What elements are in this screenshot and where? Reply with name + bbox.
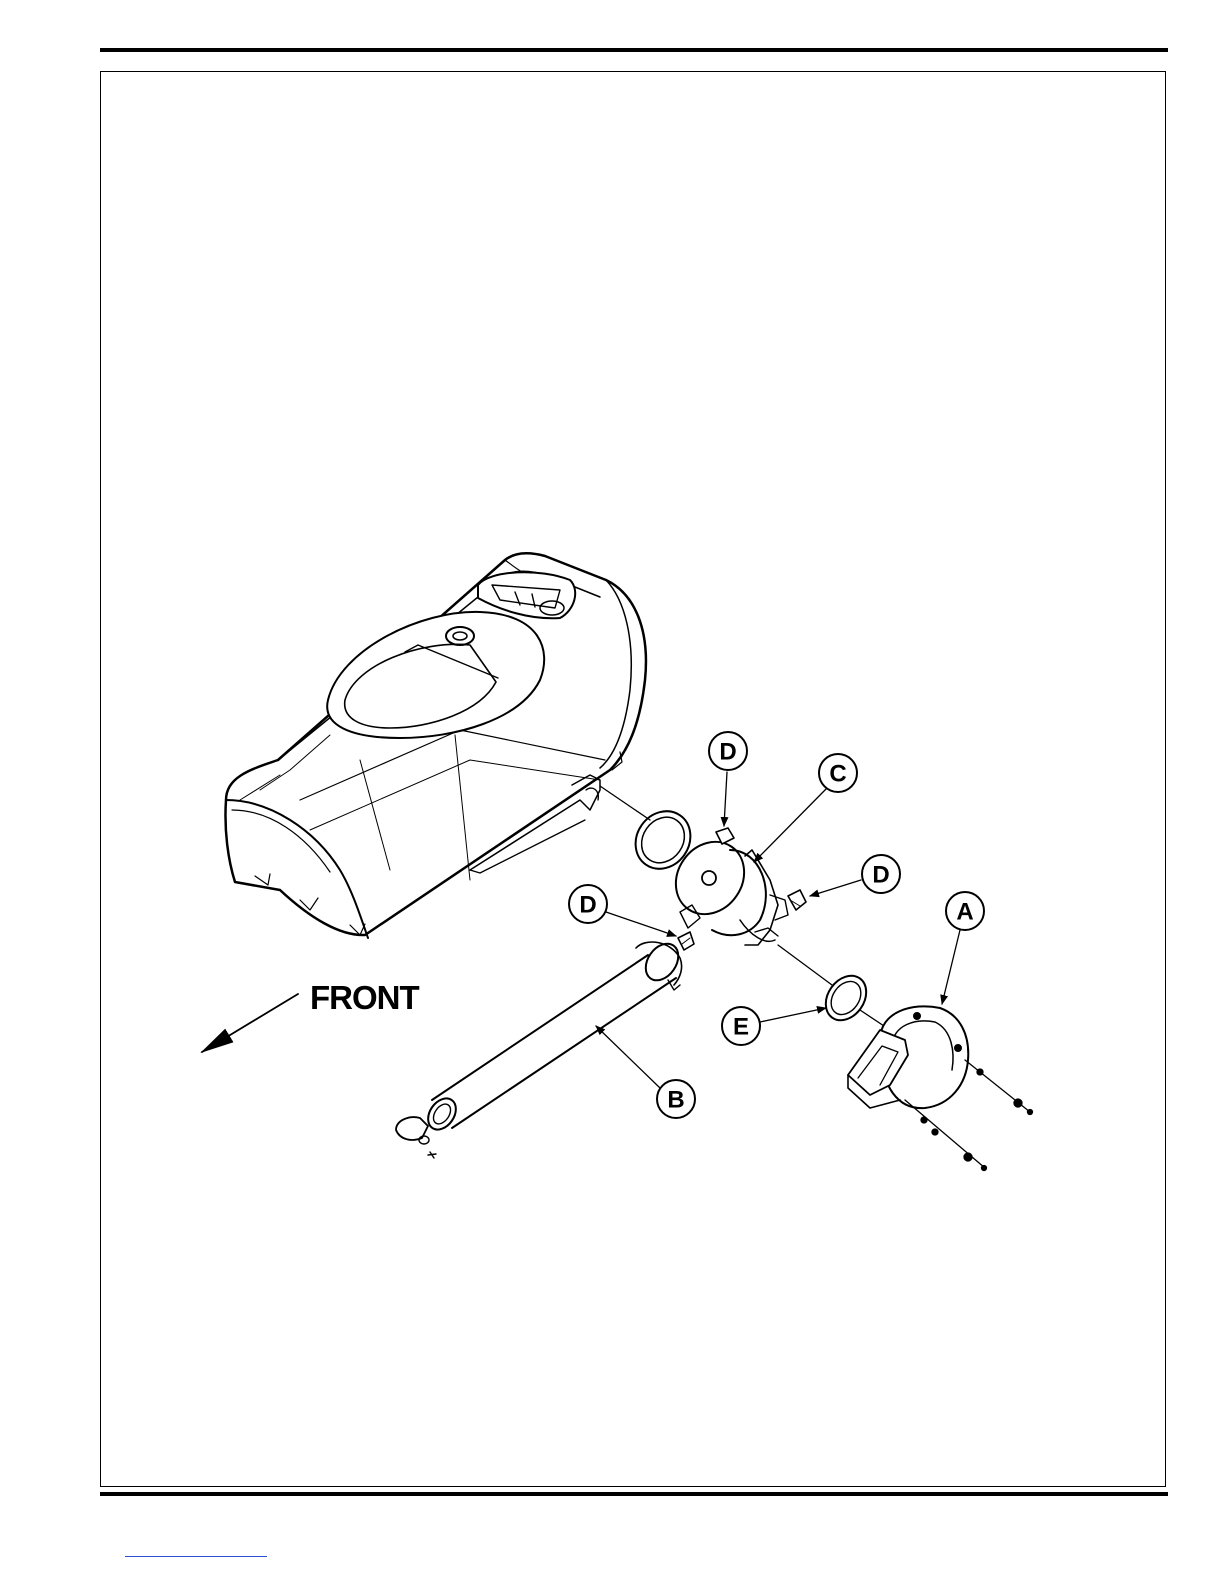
- callout-label-a: A: [956, 899, 973, 926]
- front-arrow: [202, 994, 298, 1052]
- plug-d-right: [788, 890, 806, 910]
- callout-label-d-left: D: [579, 892, 596, 919]
- callout-label-d-top: D: [719, 739, 736, 766]
- front-label: FRONT: [310, 979, 419, 1016]
- plug-d-left: [678, 932, 694, 950]
- gasket-lower: [817, 968, 874, 1028]
- callout-label-e: E: [733, 1014, 749, 1041]
- assembly-line: [600, 786, 650, 820]
- motor-cover: [848, 1006, 968, 1108]
- tank-housing: [225, 553, 645, 938]
- hose: [422, 938, 685, 1135]
- callout-label-c: C: [829, 761, 846, 788]
- callout-label-d-right: D: [872, 862, 889, 889]
- callout-label-b: B: [667, 1087, 684, 1114]
